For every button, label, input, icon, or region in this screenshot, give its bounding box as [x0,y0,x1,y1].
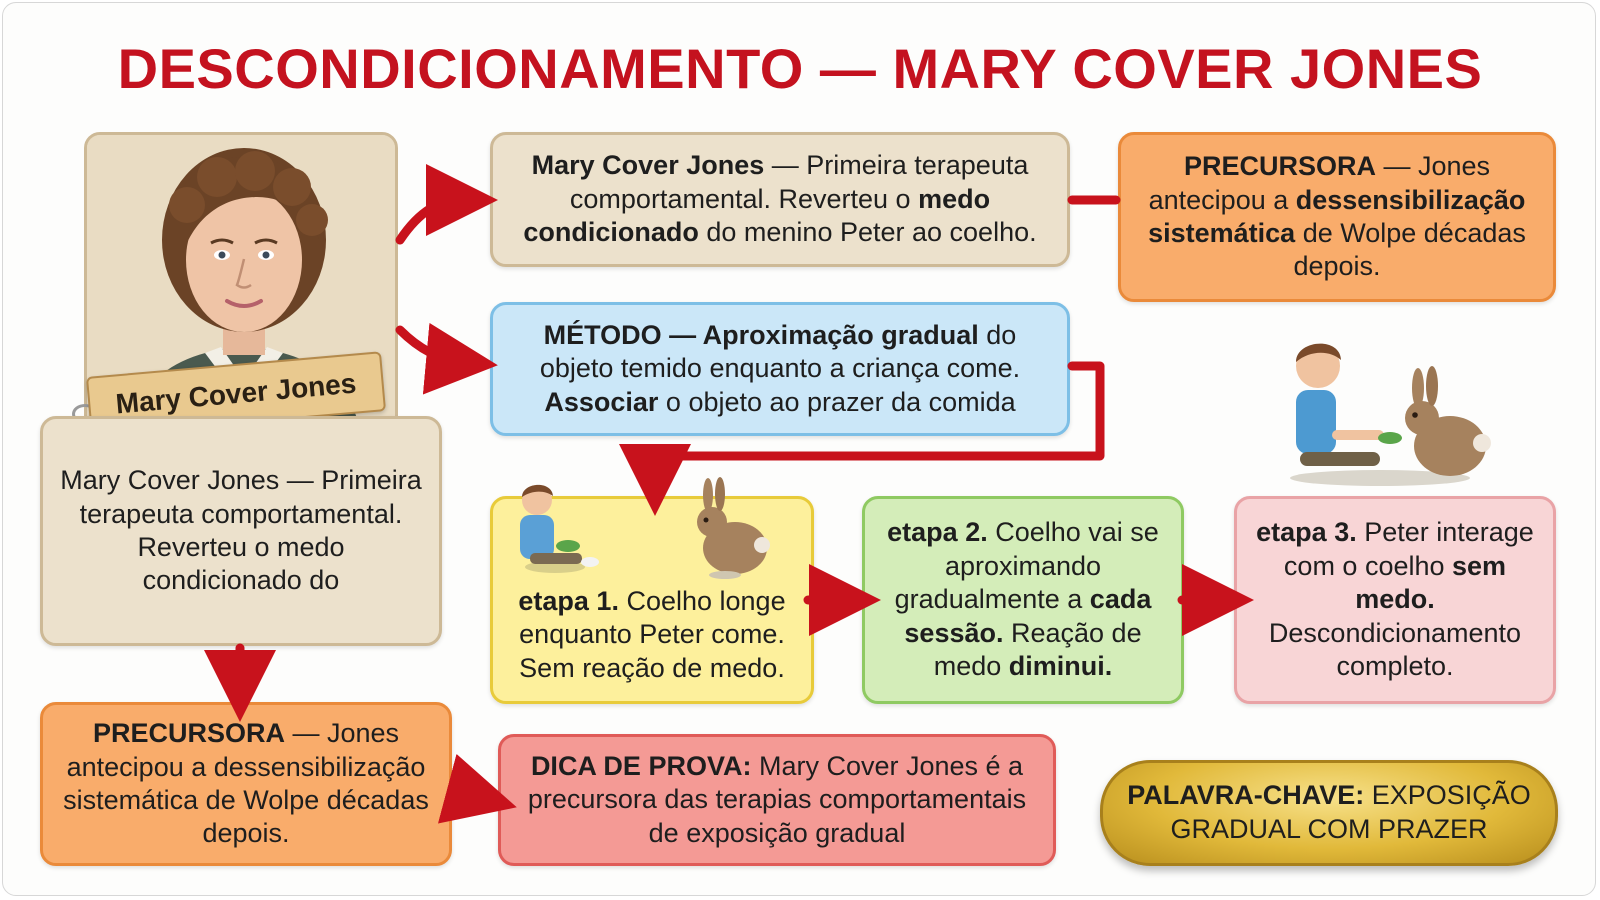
intro-text-2: do menino Peter ao coelho. [698,217,1037,248]
precursora-right-text-1: — Jones antecipou a [1148,151,1491,215]
etapa-2-highlight-1: cada sessão. [904,584,1152,648]
page-title: DESCONDICIONAMENTO — MARY COVER JONES [117,37,1483,100]
etapa-3-text-1: Peter interage com o coelho [1283,517,1534,581]
etapa-3-text-2: Descondicionamento completo. [1268,617,1522,682]
etapa-2-highlight-2: diminui. [1008,651,1113,682]
metodo-label: MÉTODO — Aproximação gradual [543,319,979,350]
etapa-3-label: etapa 3. [1256,517,1357,548]
precursora-right-text-2: de Wolpe décadas depois. [1293,218,1526,282]
metodo-text-2: o objeto ao prazer da comida [658,386,1016,417]
etapa-1-label: etapa 1. [518,585,619,616]
metodo-highlight: Associar [544,386,659,417]
intro-box: Mary Cover Jones — Primeira terapeuta co… [490,132,1070,267]
etapa-3-highlight: sem medo. [1355,550,1507,615]
precursora-bottom-label: PRECURSORA [92,718,285,749]
left-description-text: Mary Cover Jones — Primeira terapeuta co… [60,465,422,596]
intro-name: Mary Cover Jones [531,150,765,181]
etapa-3-box: etapa 3. Peter interage com o coelho sem… [1234,496,1556,704]
dica-de-prova-box: DICA DE PROVA: Mary Cover Jones é a prec… [498,734,1056,866]
precursora-right-highlight: dessensibilização sistemática [1148,184,1526,248]
etapa-1-text: Coelho longe enquanto Peter come. Sem re… [519,585,786,683]
left-description-box: Mary Cover Jones — Primeira terapeuta co… [40,416,442,646]
palavra-chave-badge: PALAVRA-CHAVE: EXPOSIÇÃO GRADUAL COM PRA… [1100,760,1558,866]
etapa-2-label: etapa 2. [887,517,988,548]
metodo-box: MÉTODO — Aproximação gradual do objeto t… [490,302,1070,436]
precursora-bottom-text: — Jones antecipou a dessensibilização si… [63,718,429,849]
precursora-bottom-box: PRECURSORA — Jones antecipou a dessensib… [40,702,452,866]
dica-label: DICA DE PROVA: [530,750,752,781]
dica-text: Mary Cover Jones é a precursora das tera… [527,750,1027,848]
palavra-chave-label: PALAVRA-CHAVE: [1127,780,1365,811]
etapa-2-text-1: Coelho vai se aproximando gradualmente a [894,517,1159,615]
intro-highlight: medo condicionado [523,183,991,248]
palavra-chave-text: EXPOSIÇÃO GRADUAL COM PRAZER [1170,780,1531,844]
etapa-2-text-2: Reação de medo [933,617,1142,682]
precursora-right-box: PRECURSORA — Jones antecipou a dessensib… [1118,132,1556,302]
etapa-1-box: etapa 1. Coelho longe enquanto Peter com… [490,496,814,704]
intro-text-1: — Primeira terapeuta comportamental. Rev… [569,150,1029,214]
etapa-2-box: etapa 2. Coelho vai se aproximando gradu… [862,496,1184,704]
precursora-right-label: PRECURSORA [1183,151,1376,182]
